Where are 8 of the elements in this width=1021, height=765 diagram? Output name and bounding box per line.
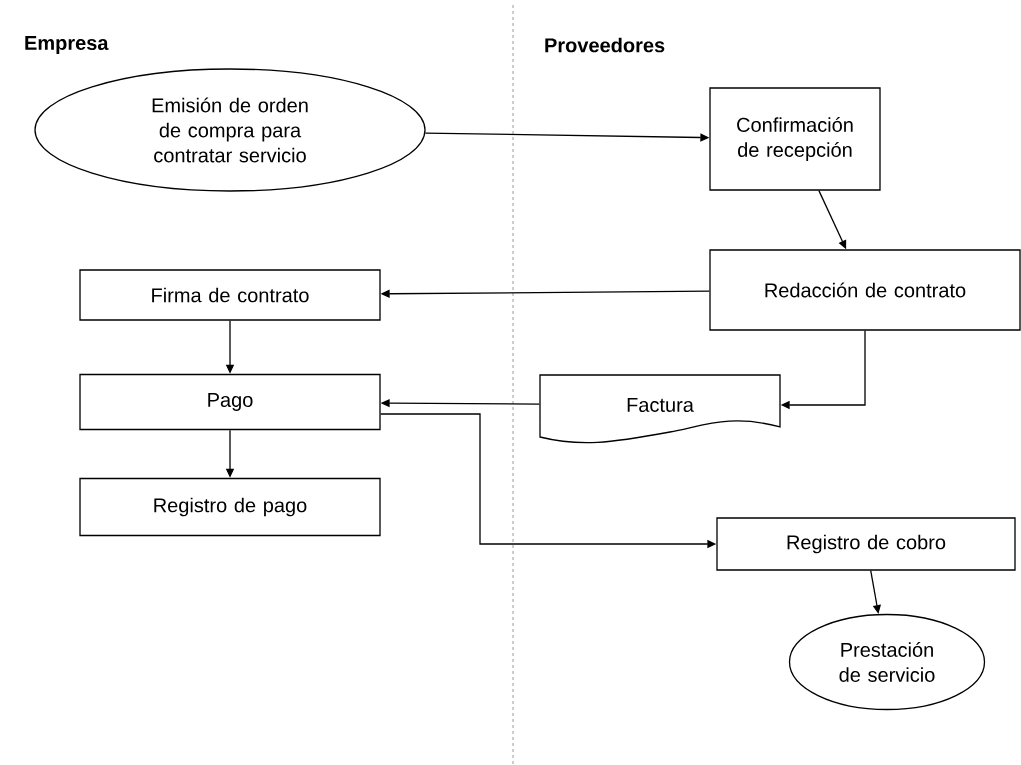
lane-heading: Proveedores [545, 37, 665, 53]
process-box: Registro de pago [79, 477, 381, 537]
process-box: Firma de contrato [79, 269, 381, 321]
process-box: Confirmación de recepción [709, 87, 881, 191]
process-box: Redacción de contrato [709, 249, 1021, 331]
arrow [870, 570, 881, 614]
process-box: Pago [79, 373, 381, 431]
process-box: Registro de cobro [716, 517, 1016, 571]
